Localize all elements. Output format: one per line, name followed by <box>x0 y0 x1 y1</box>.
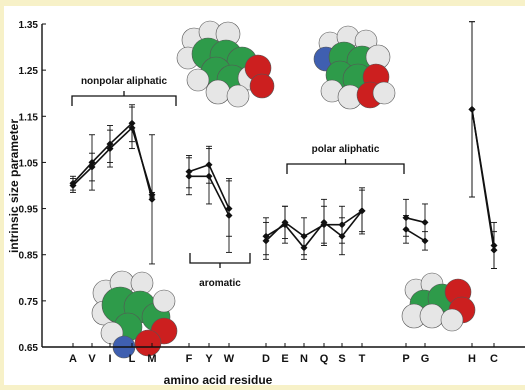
bracket <box>71 95 177 106</box>
group-label: aromatic <box>199 278 241 289</box>
data-point <box>300 232 308 240</box>
y-tick-label: 1.25 <box>19 66 39 77</box>
data-point <box>490 241 498 249</box>
x-tick-label: T <box>359 353 366 365</box>
series-1 <box>69 21 498 270</box>
data-point <box>358 207 366 215</box>
y-tick-label: 0.95 <box>19 205 39 216</box>
plot-area <box>69 21 498 270</box>
atom <box>440 308 464 332</box>
group-label: nonpolar aliphatic <box>81 76 168 87</box>
y-tick-label: 1.35 <box>19 20 39 31</box>
alanine-model <box>91 270 178 359</box>
x-tick-label: G <box>421 353 430 365</box>
series-2 <box>69 21 498 270</box>
data-point <box>468 105 476 113</box>
atom <box>205 79 231 105</box>
atom <box>152 289 176 313</box>
data-point <box>148 195 156 203</box>
x-tick-label: L <box>129 353 136 365</box>
x-tick-label: Q <box>320 353 329 365</box>
y-tick-label: 1.05 <box>19 158 39 169</box>
x-tick-label: I <box>108 353 111 365</box>
x-tick-label: N <box>300 353 308 365</box>
data-point <box>185 172 193 180</box>
data-point <box>281 218 289 226</box>
series-line <box>72 121 153 200</box>
data-point <box>205 172 213 180</box>
x-tick-label: E <box>281 353 288 365</box>
x-tick-label: P <box>402 353 409 365</box>
group-brackets: nonpolar aliphatic aromatic polar aliphati… <box>71 76 405 289</box>
atom <box>226 84 250 108</box>
series-line <box>405 228 426 242</box>
data-point <box>225 211 233 219</box>
asparagine-model <box>313 25 396 110</box>
bracket <box>286 163 405 174</box>
series-line <box>265 210 363 242</box>
data-point <box>421 218 429 226</box>
data-point <box>88 158 96 166</box>
atom <box>372 81 396 105</box>
x-axis-label: amino acid residue <box>164 373 273 385</box>
data-point <box>338 221 346 229</box>
y-tick-label: 1.15 <box>19 112 39 123</box>
x-tick-label: F <box>186 353 193 365</box>
x-tick-label: M <box>147 353 156 365</box>
y-tick-label: 0.85 <box>19 251 39 262</box>
x-tick-label: S <box>338 353 345 365</box>
series-line <box>471 109 495 246</box>
atom <box>419 303 445 329</box>
molecule-illustrations <box>91 20 476 359</box>
series-line <box>265 210 363 250</box>
atom <box>186 68 210 92</box>
data-point <box>402 214 410 222</box>
x-tick-label: W <box>224 353 235 365</box>
data-point <box>69 179 77 187</box>
x-tick-label: C <box>490 353 498 365</box>
x-tick-label: A <box>69 353 77 365</box>
series-line <box>72 126 153 195</box>
data-point <box>262 237 270 245</box>
data-point <box>320 221 328 229</box>
y-tick-label: 0.65 <box>19 343 39 354</box>
atom <box>130 271 154 295</box>
x-tick-label: H <box>468 353 476 365</box>
x-tick-label: Y <box>205 353 213 365</box>
x-tick-label: D <box>262 353 270 365</box>
series-line <box>405 217 426 224</box>
y-tick-label: 0.75 <box>19 297 39 308</box>
data-point <box>106 140 114 148</box>
x-tick-label: V <box>88 353 96 365</box>
glycine-model <box>401 272 476 332</box>
atom <box>134 329 162 357</box>
y-axis-label: intrinsic size parameter <box>7 119 21 253</box>
data-point <box>128 119 136 127</box>
phenylalanine-model <box>176 20 275 108</box>
group-label: polar aliphatic <box>312 144 380 155</box>
bracket <box>189 253 251 264</box>
atom <box>249 73 275 99</box>
